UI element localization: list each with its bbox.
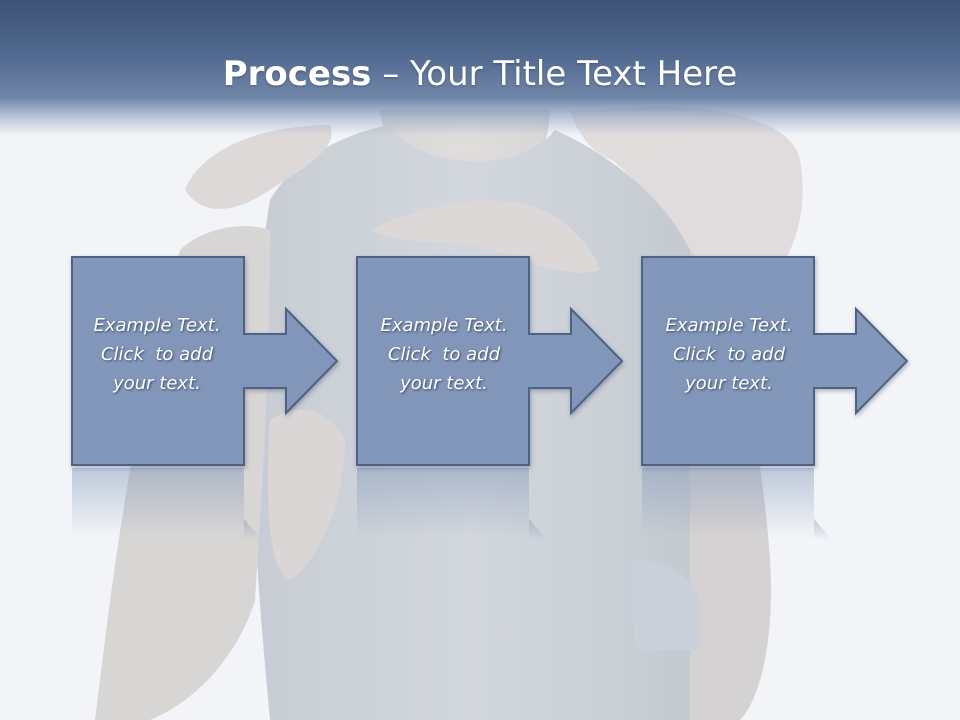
step-2-text[interactable]: Example Text. Click to add your text. (359, 284, 529, 424)
step-3-line-1: Example Text. (665, 314, 793, 336)
step-1-line-1: Example Text. (93, 314, 221, 336)
step-3-text[interactable]: Example Text. Click to add your text. (644, 284, 814, 424)
step-1-line-3: your text. (113, 372, 201, 394)
step-2-line-2: Click to add (387, 343, 500, 365)
step-3-line-3: your text. (685, 372, 773, 394)
step-3-line-2: Click to add (672, 343, 785, 365)
title-rest-part: – Your Title Text Here (371, 54, 738, 94)
step-reflections (72, 468, 832, 540)
step-2-line-1: Example Text. (380, 314, 508, 336)
step-2-shape[interactable] (356, 256, 624, 466)
step-2-line-3: your text. (400, 372, 488, 394)
process-step-3[interactable] (641, 256, 909, 466)
process-step-2[interactable] (356, 256, 624, 466)
step-1-text[interactable]: Example Text. Click to add your text. (72, 284, 242, 424)
slide-title[interactable]: Process – Your Title Text Here (0, 52, 960, 96)
step-1-line-2: Click to add (100, 343, 213, 365)
step-1-shape[interactable] (71, 256, 339, 466)
header-band (0, 0, 960, 135)
step-3-shape[interactable] (641, 256, 909, 466)
process-step-1[interactable] (71, 256, 339, 466)
title-bold-part: Process (222, 54, 372, 94)
